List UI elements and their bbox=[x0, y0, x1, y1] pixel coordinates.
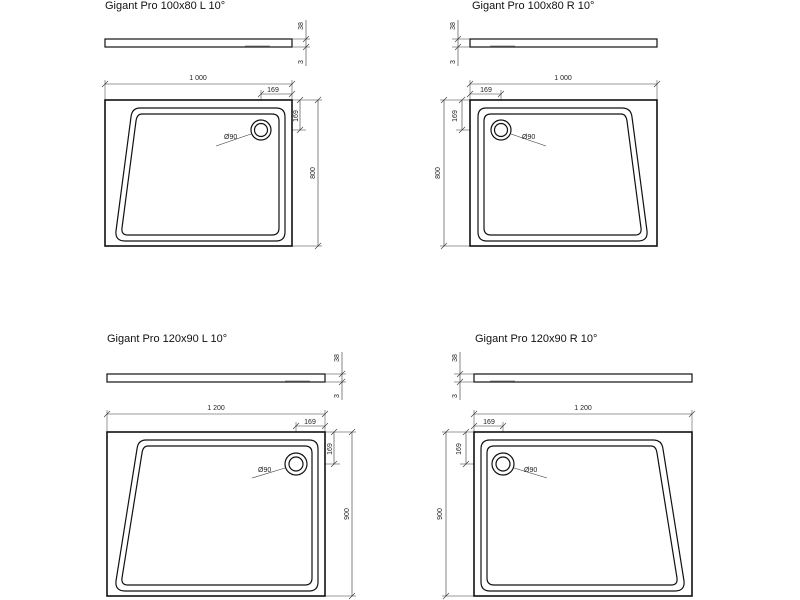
offset-label: 3 bbox=[298, 60, 305, 64]
tray-basin bbox=[121, 445, 313, 586]
tray-outline bbox=[104, 99, 293, 247]
tray-inner-edge bbox=[115, 107, 286, 242]
waste-y-label: 169 bbox=[293, 110, 300, 122]
width-label: 1 200 bbox=[574, 405, 592, 412]
tray-outline bbox=[473, 431, 693, 597]
drawing-120x90-left: Gigant Pro 120x90 L 10° 38 3 1 200 169 1… bbox=[103, 333, 356, 600]
waste-leader bbox=[251, 467, 286, 479]
drawing-100x80-right: Gigant Pro 100x80 R 10° 38 3 1 000 169 1… bbox=[435, 0, 661, 250]
waste-y-label: 169 bbox=[327, 443, 334, 455]
waste-x-label: 169 bbox=[304, 419, 316, 426]
waste-diameter-label: Ø90 bbox=[522, 134, 535, 141]
waste-x-label: 169 bbox=[483, 419, 495, 426]
depth-label: 800 bbox=[310, 167, 317, 179]
drawing-title: Gigant Pro 120x90 L 10° bbox=[107, 333, 227, 345]
tray-inner-edge bbox=[480, 439, 685, 592]
tray-outline bbox=[106, 431, 326, 597]
side-profile: 38 3 bbox=[450, 20, 658, 66]
depth-label: 900 bbox=[344, 508, 351, 520]
waste-drain bbox=[495, 456, 511, 472]
waste-x-label: 169 bbox=[267, 87, 279, 94]
side-profile: 38 3 bbox=[452, 352, 693, 400]
waste-outer-ring bbox=[284, 452, 308, 476]
waste-drain bbox=[493, 122, 509, 138]
tray-basin bbox=[483, 113, 642, 236]
drawing-100x80-left: Gigant Pro 100x80 L 10° 38 3 1 000 169 1… bbox=[101, 0, 322, 250]
waste-x-label: 169 bbox=[480, 87, 492, 94]
tray-basin bbox=[121, 113, 280, 236]
thickness-label: 38 bbox=[450, 22, 457, 30]
waste-drain bbox=[288, 456, 304, 472]
waste-outer-ring bbox=[250, 119, 272, 141]
side-profile: 38 3 bbox=[106, 352, 346, 400]
thickness-label: 38 bbox=[452, 354, 459, 362]
width-label: 1 200 bbox=[207, 405, 225, 412]
waste-outer-ring bbox=[491, 452, 515, 476]
waste-outer-ring bbox=[490, 119, 512, 141]
depth-label: 900 bbox=[437, 508, 444, 520]
waste-leader bbox=[510, 133, 547, 147]
width-label: 1 000 bbox=[189, 75, 207, 82]
offset-label: 3 bbox=[334, 394, 341, 398]
offset-label: 3 bbox=[450, 60, 457, 64]
side-profile: 38 3 bbox=[104, 20, 310, 66]
thickness-label: 38 bbox=[298, 22, 305, 30]
drawing-title: Gigant Pro 100x80 L 10° bbox=[105, 0, 225, 12]
waste-drain bbox=[253, 122, 269, 138]
waste-diameter-label: Ø90 bbox=[258, 467, 271, 474]
waste-y-label: 169 bbox=[456, 443, 463, 455]
waste-diameter-label: Ø90 bbox=[224, 134, 237, 141]
tray-basin bbox=[486, 445, 678, 586]
waste-diameter-label: Ø90 bbox=[524, 467, 537, 474]
waste-leader bbox=[513, 467, 548, 479]
depth-label: 800 bbox=[435, 167, 442, 179]
waste-leader bbox=[215, 133, 252, 147]
tray-inner-edge bbox=[115, 439, 319, 592]
tray-inner-edge bbox=[477, 107, 648, 242]
drawing-title: Gigant Pro 100x80 R 10° bbox=[472, 0, 594, 12]
drawing-title: Gigant Pro 120x90 R 10° bbox=[475, 333, 597, 345]
thickness-label: 38 bbox=[334, 354, 341, 362]
drawing-120x90-right: Gigant Pro 120x90 R 10° 38 3 1 200 169 1… bbox=[437, 333, 696, 600]
tray-outline bbox=[469, 99, 658, 247]
width-label: 1 000 bbox=[554, 75, 572, 82]
offset-label: 3 bbox=[452, 394, 459, 398]
waste-y-label: 169 bbox=[452, 110, 459, 122]
